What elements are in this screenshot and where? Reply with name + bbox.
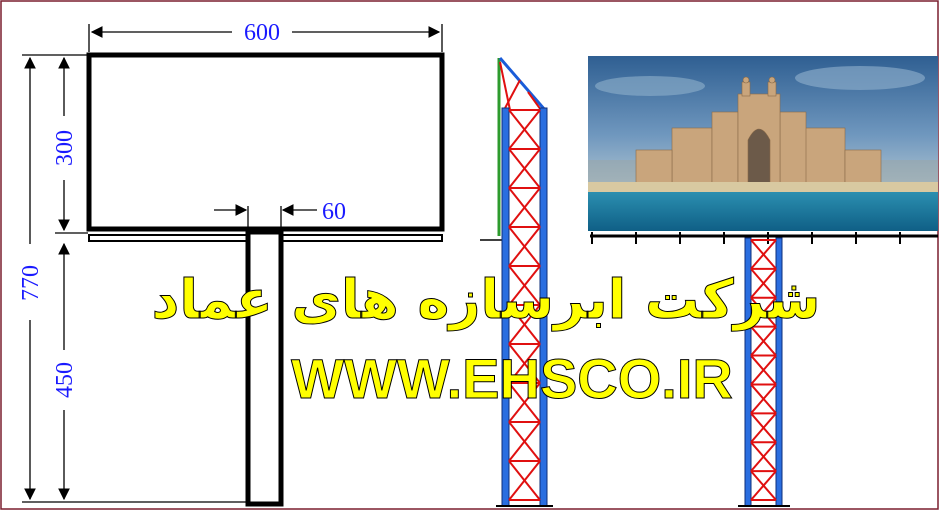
billboard-panel [86, 52, 445, 232]
billboard-render [588, 56, 938, 507]
watermark-company-name: شرکت ابرسازه های عماد [152, 268, 821, 331]
dim-total-height: 770 [18, 265, 44, 301]
dim-pole-height: 450 [52, 362, 78, 398]
dim-board-height: 300 [52, 130, 78, 166]
side-view-truss [480, 57, 553, 507]
hotel-building [635, 76, 882, 185]
support-pole [245, 229, 284, 507]
watermark-website: WWW.EHSCO.IR [291, 347, 733, 410]
front-elevation: 600 60 770 300 450 [18, 20, 445, 507]
watermark: شرکت ابرسازه های عماد WWW.EHSCO.IR [151, 268, 821, 411]
dim-board-width: 600 [244, 20, 280, 46]
dim-pole-width: 60 [322, 199, 346, 225]
